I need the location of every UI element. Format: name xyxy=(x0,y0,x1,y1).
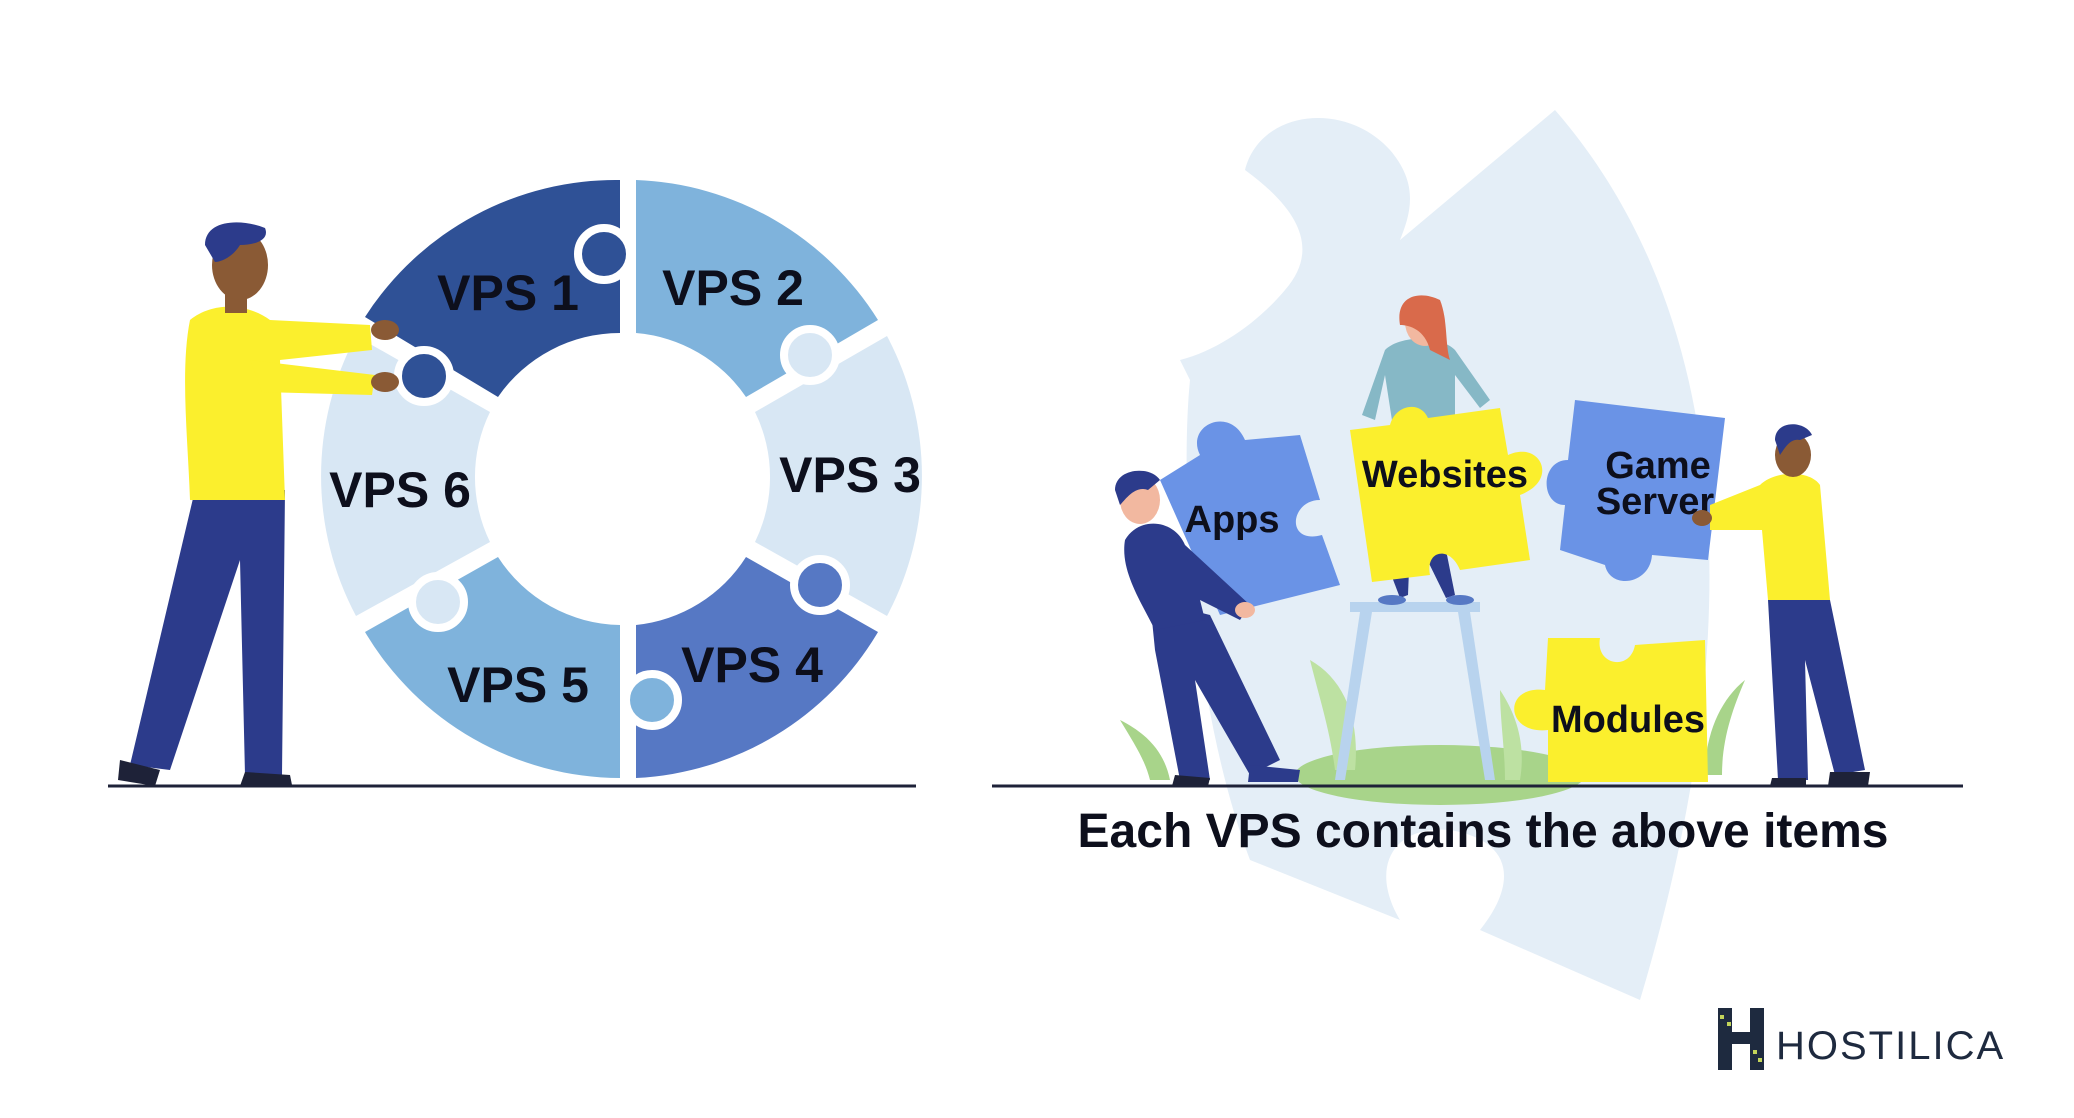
vps-label-5: VPS 5 xyxy=(447,657,589,713)
caption: Each VPS contains the above items xyxy=(1078,805,1889,858)
vps-label-4: VPS 4 xyxy=(681,637,823,693)
vps-segment-6 xyxy=(321,336,490,616)
vps-segment-3 xyxy=(755,336,922,616)
websites-label: Websites xyxy=(1362,454,1528,496)
stool xyxy=(1335,602,1495,780)
plants xyxy=(1120,660,1745,805)
game-server-puzzle-piece: Game Server xyxy=(1546,400,1725,582)
vps-segment-1 xyxy=(365,179,620,397)
hostilica-logo: HOSTILICA xyxy=(1718,1008,2005,1070)
modules-puzzle-piece: Modules xyxy=(1514,638,1708,782)
hostilica-logo-mark xyxy=(1718,1008,1764,1070)
man-holding-apps xyxy=(1115,470,1300,786)
hostilica-logo-text: HOSTILICA xyxy=(1776,1024,2005,1068)
vps-ring: VPS 1 VPS 2 VPS 3 VPS 4 VPS 5 VPS 6 xyxy=(321,179,922,778)
vps-label-1: VPS 1 xyxy=(437,265,579,321)
vps-label-6: VPS 6 xyxy=(329,462,471,518)
woman-holding-websites xyxy=(1362,295,1490,605)
man-holding-game-server xyxy=(1692,424,1870,786)
modules-label: Modules xyxy=(1551,699,1705,741)
man-holding-ring xyxy=(118,222,399,786)
vps-label-3: VPS 3 xyxy=(779,447,921,503)
vps-label-2: VPS 2 xyxy=(662,260,804,316)
game-server-label-line1: Game xyxy=(1605,445,1711,487)
apps-label: Apps xyxy=(1185,499,1280,541)
websites-puzzle-piece: Websites xyxy=(1350,406,1543,582)
